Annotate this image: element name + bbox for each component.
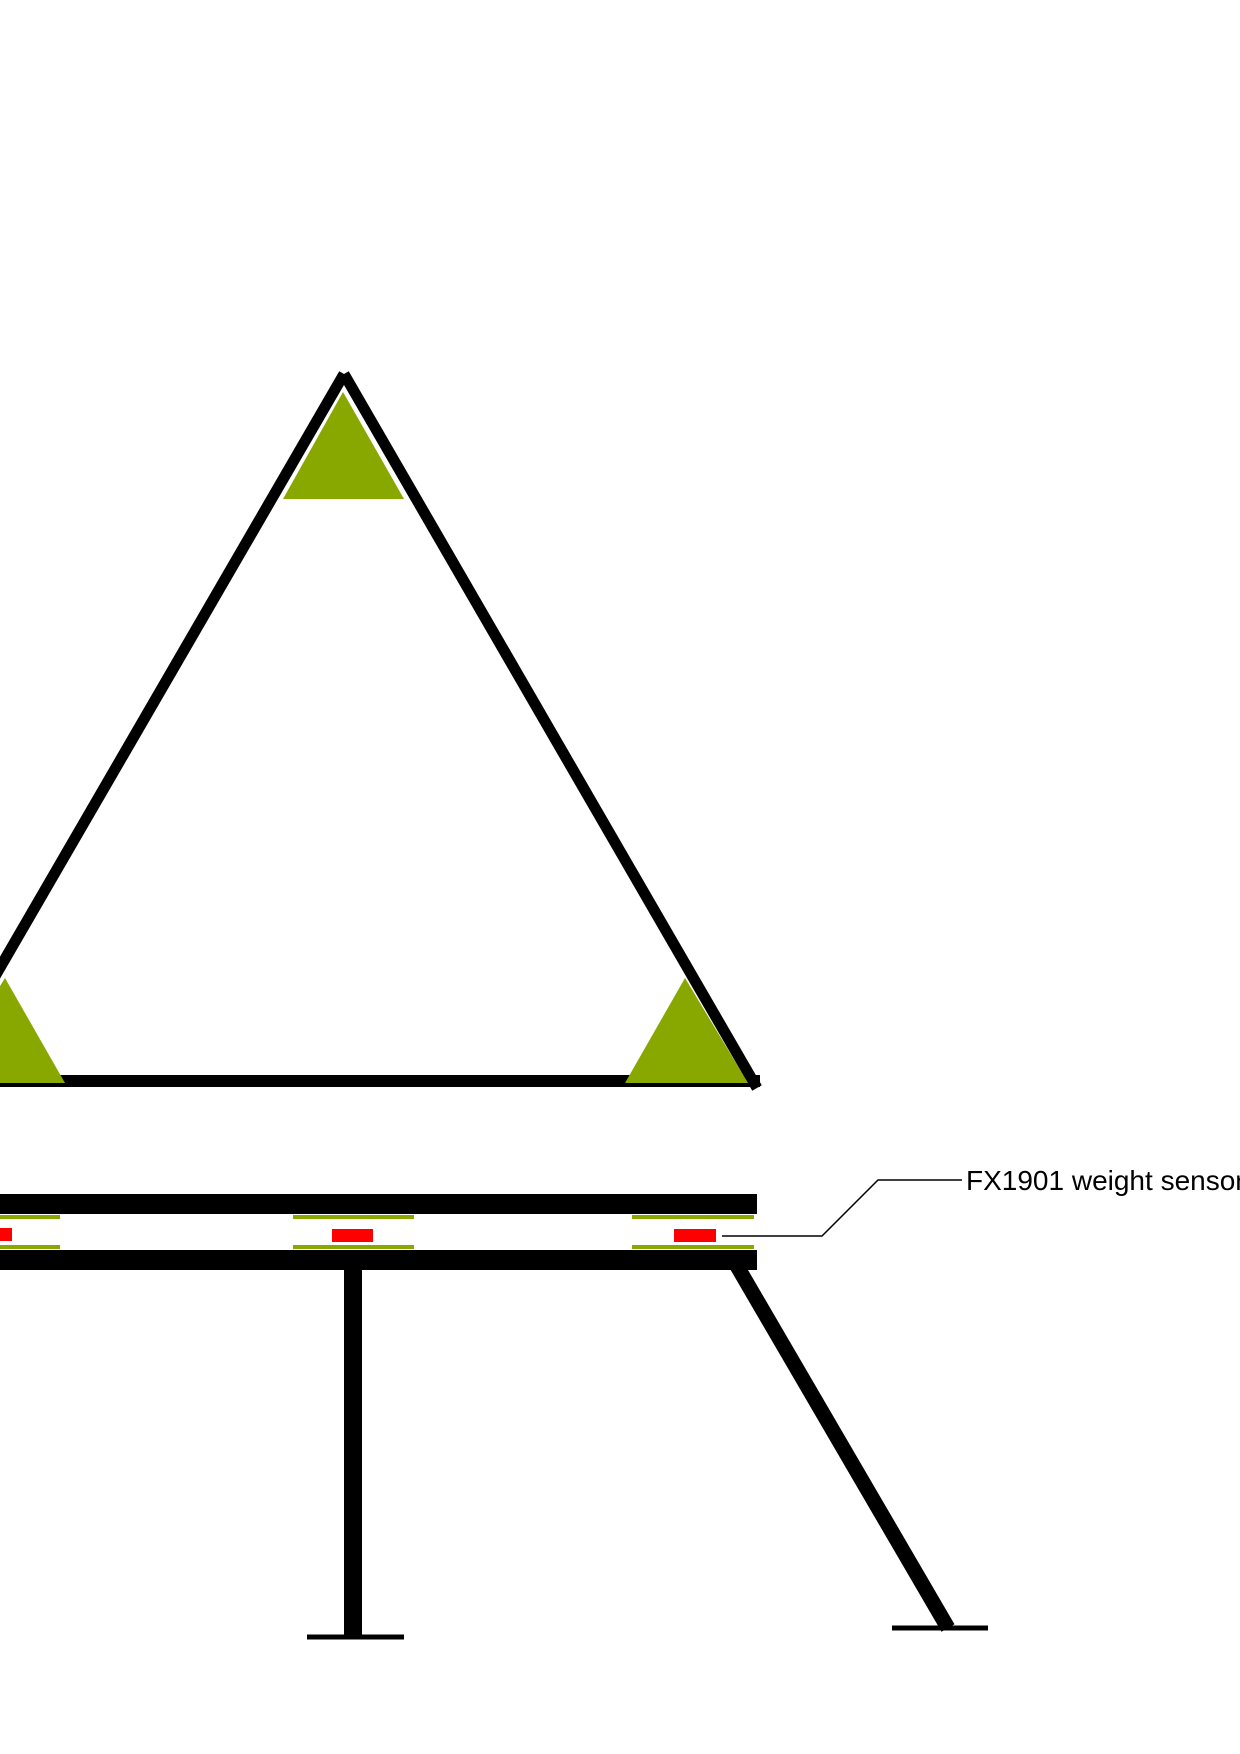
callout-leader-line — [722, 1179, 962, 1237]
platform-bottom-bar — [0, 1250, 757, 1270]
triangle-right-edge — [339, 371, 762, 1091]
platform — [0, 1194, 757, 1270]
right-corner-support — [625, 978, 748, 1083]
table-legs — [307, 1262, 988, 1640]
sensor-plate-lower — [632, 1245, 754, 1249]
sensor-plate-upper — [632, 1215, 754, 1219]
sensor-plate-upper — [293, 1215, 414, 1219]
platform-top-bar — [0, 1194, 757, 1214]
left-corner-support — [0, 978, 65, 1083]
sensor-plate-lower — [293, 1245, 414, 1249]
weight-sensor-right — [674, 1229, 716, 1242]
triangle-left-edge — [0, 371, 349, 979]
sensor-plate-upper — [0, 1215, 60, 1219]
triangle-corner-supports — [0, 392, 748, 1083]
sensor-plate-lower — [0, 1245, 60, 1249]
weight-sensor-left — [0, 1228, 12, 1241]
top-corner-support — [283, 392, 404, 499]
right-leg — [730, 1262, 955, 1632]
weight-sensor-middle — [332, 1229, 373, 1242]
sensor-assemblies — [0, 1215, 754, 1249]
callout-label: FX1901 weight sensor — [966, 1165, 1240, 1196]
